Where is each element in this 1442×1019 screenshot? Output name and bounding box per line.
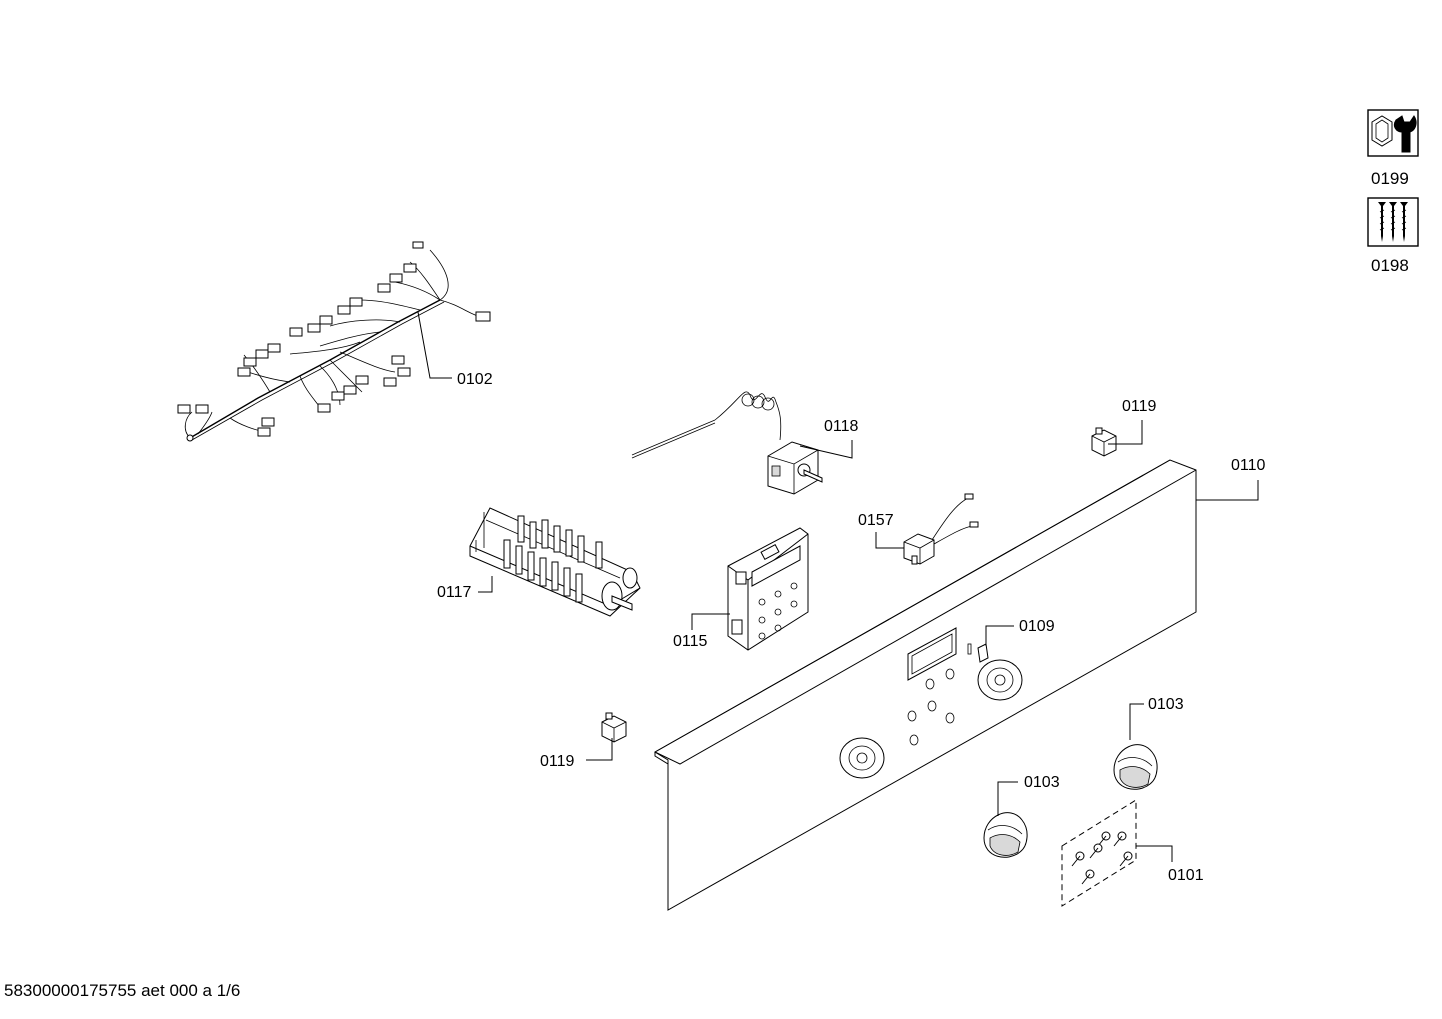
door-switch: [903, 493, 979, 565]
clip-bottom: [601, 712, 627, 743]
label-0109: 0109: [1019, 618, 1055, 635]
clip-top: [1091, 427, 1117, 457]
wiring-harness: [177, 241, 491, 442]
thermostat: [631, 391, 823, 495]
label-0102: 0102: [457, 371, 493, 388]
selector-switch: [469, 507, 641, 617]
label-0117: 0117: [437, 584, 472, 601]
electronic-module: [727, 527, 809, 651]
label-0110: 0110: [1231, 457, 1266, 474]
label-0118: 0118: [824, 418, 859, 435]
tool-wrench-nut-icon: [1367, 109, 1419, 157]
label-0103-left: 0103: [1024, 774, 1060, 791]
label-0198: 0198: [1371, 256, 1409, 275]
label-0115: 0115: [673, 633, 708, 650]
label-0119-top: 0119: [1122, 398, 1157, 415]
knob-right: [1113, 744, 1158, 790]
leader-lines: [417, 311, 1259, 862]
label-0157: 0157: [858, 512, 894, 529]
label-0103-right: 0103: [1148, 696, 1184, 713]
control-panel: [654, 459, 1197, 911]
label-0199: 0199: [1371, 169, 1409, 188]
screw-set: [1061, 799, 1137, 907]
label-0119-bottom: 0119: [540, 753, 575, 770]
knob-left: [983, 812, 1028, 858]
document-footer-id: 58300000175755 aet 000 a 1/6: [4, 981, 241, 1000]
label-0101: 0101: [1168, 867, 1204, 884]
screws-icon: [1367, 197, 1419, 247]
indicator-lens: [977, 643, 989, 663]
